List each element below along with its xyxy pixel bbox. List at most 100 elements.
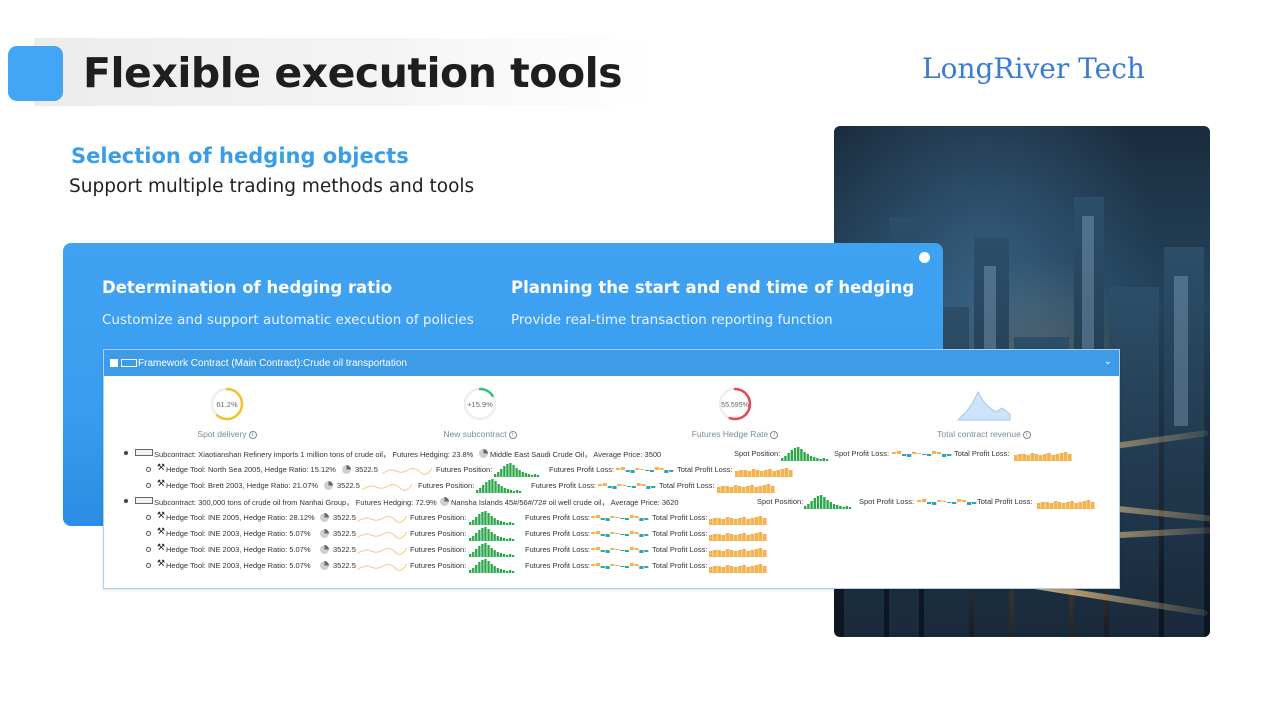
position-bar xyxy=(511,539,515,541)
hedge-tool-row[interactable]: ⚒Hedge Tool: North Sea 2005, Hedge Ratio… xyxy=(104,462,1119,478)
profit-loss-bar xyxy=(605,550,610,553)
total-bar xyxy=(750,566,755,573)
price-trend-chart xyxy=(382,467,432,475)
info-icon[interactable]: i xyxy=(770,430,779,439)
tree-bullet xyxy=(124,499,128,503)
spot-profit-loss-label: Spot Profit Loss: xyxy=(859,497,915,506)
total-bar xyxy=(709,551,713,557)
position-bar xyxy=(845,506,848,509)
position-bar xyxy=(490,516,493,525)
total-bar xyxy=(713,550,717,557)
info-icon[interactable]: i xyxy=(248,430,257,439)
total-bar xyxy=(729,518,734,525)
futures-position-label: Futures Position: xyxy=(436,465,493,474)
profit-loss-bar xyxy=(624,534,629,536)
position-bar xyxy=(508,538,512,541)
hedge-tool-row[interactable]: ⚒Hedge Tool: INE 2005, Hedge Ratio: 28.1… xyxy=(104,510,1119,526)
hedge-tool-row[interactable]: ⚒Hedge Tool: Brett 2003, Hedge Ratio: 21… xyxy=(104,478,1119,494)
position-bar xyxy=(518,491,522,493)
total-bar xyxy=(754,549,759,557)
pie-icon xyxy=(320,529,329,538)
spot-position-chart xyxy=(781,447,829,461)
position-bar xyxy=(481,544,484,557)
position-bar xyxy=(502,522,505,525)
profit-loss-bar xyxy=(644,550,649,552)
total-bar xyxy=(729,487,734,493)
position-bar xyxy=(784,456,787,461)
position-bar xyxy=(481,560,484,573)
product-desc: Nansha Islands 45#/56#/72# oil well crud… xyxy=(451,498,679,507)
section-title: Selection of hedging objects xyxy=(71,144,409,168)
total-bar xyxy=(741,487,746,493)
profit-loss-bar xyxy=(610,564,615,566)
profit-loss-bar xyxy=(615,565,620,566)
hedge-price: 3522.5 xyxy=(333,529,356,538)
futures-profit-loss-chart xyxy=(591,515,649,521)
position-bar xyxy=(804,506,807,509)
total-bar xyxy=(713,518,717,525)
position-bar xyxy=(475,517,478,525)
position-bar xyxy=(813,498,816,509)
position-bar xyxy=(482,485,485,493)
pie-icon xyxy=(479,449,488,458)
futures-position-label: Futures Position: xyxy=(410,513,467,522)
spot-position-chart xyxy=(804,495,852,509)
checkbox-icon[interactable] xyxy=(110,359,118,367)
gauge-spot-delivery: 61.2% xyxy=(210,387,244,421)
position-bar xyxy=(499,537,502,541)
tree-bullet xyxy=(146,531,151,536)
position-bar xyxy=(842,507,845,509)
position-bar xyxy=(505,539,509,541)
position-bar xyxy=(472,552,475,557)
total-bar xyxy=(759,471,764,477)
subcontract-row[interactable]: Subcontract: 300,000 tons of crude oil f… xyxy=(104,494,1119,510)
profit-loss-bar xyxy=(927,502,932,504)
section-subtitle: Support multiple trading methods and too… xyxy=(69,176,475,197)
position-bar xyxy=(822,458,825,461)
profit-loss-bar xyxy=(669,470,674,472)
hedge-tool-row[interactable]: ⚒Hedge Tool: INE 2003, Hedge Ratio: 5.07… xyxy=(104,542,1119,558)
total-bar xyxy=(721,519,726,525)
hedge-tool-row[interactable]: ⚒Hedge Tool: INE 2003, Hedge Ratio: 5.07… xyxy=(104,558,1119,574)
total-profit-loss-label: Total Profit Loss: xyxy=(652,529,708,538)
futures-profit-loss-chart xyxy=(591,563,649,569)
panel-header[interactable]: Framework Contract (Main Contract):Crude… xyxy=(104,350,1119,376)
info-icon[interactable]: i xyxy=(508,430,517,439)
total-bar xyxy=(725,517,730,525)
total-bar xyxy=(754,487,758,493)
total-bar xyxy=(1026,455,1031,461)
gauge-new-subcontract: +15.9% xyxy=(463,387,497,421)
profit-loss-bar xyxy=(635,468,640,470)
position-bar xyxy=(793,448,797,461)
profit-loss-bar xyxy=(627,486,632,487)
profit-loss-bar xyxy=(639,534,644,537)
position-bar xyxy=(505,571,509,573)
profit-loss-bar xyxy=(892,452,897,454)
profit-loss-bar xyxy=(639,566,644,569)
profit-loss-bar xyxy=(602,483,607,486)
total-bar xyxy=(1090,502,1095,509)
profit-loss-bar xyxy=(902,454,907,456)
position-bar xyxy=(505,555,509,557)
profit-loss-bar xyxy=(607,486,612,488)
total-bar xyxy=(709,519,713,525)
profit-loss-bar xyxy=(595,531,600,534)
total-bar xyxy=(766,484,771,493)
kpi-label: Total contract revenue xyxy=(937,429,1021,439)
spot-position-label: Spot Position: xyxy=(757,497,804,506)
panel-title: Framework Contract (Main Contract):Crude… xyxy=(138,357,407,369)
subcontract-row[interactable]: Subcontract: Xiaotianshan Refinery impor… xyxy=(104,446,1119,462)
profit-loss-bar xyxy=(620,467,625,470)
profit-loss-bar xyxy=(644,518,649,520)
profit-loss-bar xyxy=(591,564,596,566)
total-bar xyxy=(1057,502,1062,509)
price-trend-chart xyxy=(357,563,407,571)
chevron-down-icon[interactable]: ⌄ xyxy=(1103,356,1112,367)
profit-loss-bar xyxy=(617,484,622,486)
total-bar xyxy=(729,534,734,541)
hedge-tool-row[interactable]: ⚒Hedge Tool: INE 2003, Hedge Ratio: 5.07… xyxy=(104,526,1119,542)
info-icon[interactable]: i xyxy=(1022,430,1031,439)
profit-loss-bar xyxy=(595,515,600,518)
